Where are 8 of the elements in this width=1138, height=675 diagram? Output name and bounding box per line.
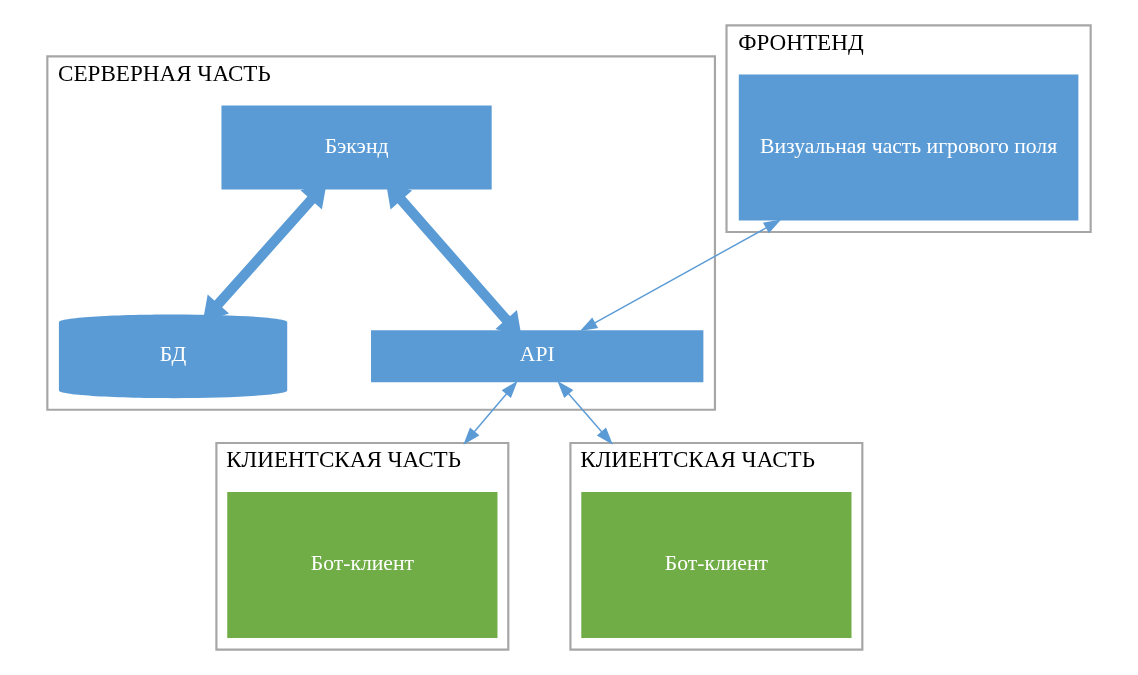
arrow	[557, 380, 613, 445]
node-box: Визуальная часть игрового поля	[738, 74, 1079, 221]
node-box: Бот-клиент	[581, 492, 852, 639]
node-box: API	[371, 330, 704, 383]
node-box: Бэкэнд	[221, 105, 492, 190]
arrow	[579, 219, 782, 332]
arrow	[463, 380, 518, 445]
node-box: Бот-клиент	[227, 492, 498, 639]
